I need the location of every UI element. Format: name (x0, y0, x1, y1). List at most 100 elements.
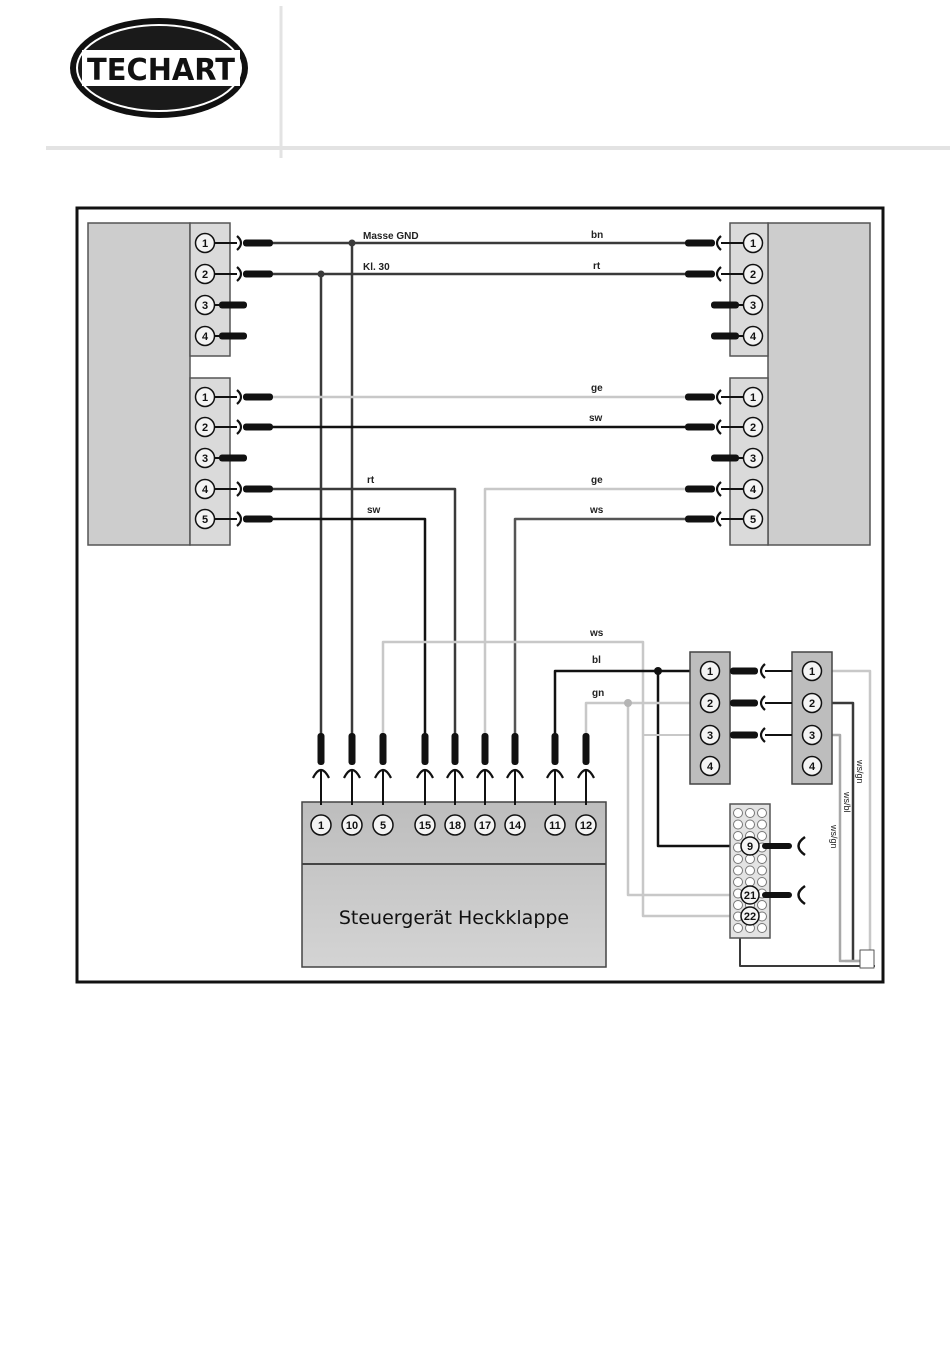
label-ws-right: ws (589, 628, 604, 639)
grid-hole (734, 901, 743, 910)
label-kl30: Kl. 30 (363, 262, 390, 273)
right-top-pin-2: 2 (744, 265, 763, 284)
small-a-pin-3: 3 (701, 726, 720, 745)
small-a-pin-3-label: 3 (707, 730, 713, 742)
small-b-pin-2-label: 2 (809, 698, 815, 710)
small-a-pin-4-label: 4 (707, 761, 714, 773)
small-a-pin-1-label: 1 (707, 666, 713, 678)
right-top-pin-3: 3 (744, 296, 763, 315)
right-bottom-pin-4: 4 (744, 480, 763, 499)
grid-hole (746, 866, 755, 875)
label-bn: bn (591, 230, 603, 241)
left-bottom-pin-3-label: 3 (202, 453, 208, 465)
grid-hole (734, 832, 743, 841)
right-bottom-pin-2-label: 2 (750, 422, 756, 434)
right-top-plug-4 (711, 333, 743, 340)
small-b-pin-1: 1 (803, 662, 822, 681)
small-b-pin-4: 4 (803, 757, 822, 776)
small-a-pin-4: 4 (701, 757, 720, 776)
label-vert-ws-gn-2: ws/gn (829, 824, 839, 849)
right-bottom-pin-3-label: 3 (750, 453, 756, 465)
right-bottom-pin-1-label: 1 (750, 392, 756, 404)
grid-hole (734, 855, 743, 864)
grid-hole (758, 832, 767, 841)
grid-hole (734, 924, 743, 933)
ecu-pin-14-label: 14 (509, 820, 522, 832)
left-top-pin-3-label: 3 (202, 300, 208, 312)
right-top-plug-3 (711, 302, 743, 309)
grid-hole (758, 809, 767, 818)
right-top-pin-1-label: 1 (750, 238, 756, 250)
label-rt-lower: rt (367, 475, 375, 486)
grid-hole (746, 855, 755, 864)
ecu-pin-5: 5 (373, 815, 393, 835)
ecu-pin-12-label: 12 (580, 820, 592, 832)
logo: TECHART (70, 18, 248, 118)
ecu-pin-18-label: 18 (449, 820, 461, 832)
grid-pin-21-label: 21 (744, 890, 756, 902)
label-masse-gnd: Masse GND (363, 231, 419, 242)
grid-hole (758, 878, 767, 887)
left-top-pin-3: 3 (196, 296, 215, 315)
grid-hole (758, 866, 767, 875)
grid-hole (746, 809, 755, 818)
ecu-pin-11-label: 11 (549, 820, 561, 832)
label-gn: gn (592, 688, 604, 699)
small-b-pin-2: 2 (803, 694, 822, 713)
grid-hole (734, 809, 743, 818)
ecu-pin-11: 11 (545, 815, 565, 835)
grid-pin-22-label: 22 (744, 911, 756, 923)
label-ge-lower: ge (591, 475, 603, 486)
left-bottom-pin-2: 2 (196, 418, 215, 437)
label-sw-mid: sw (589, 413, 603, 424)
label-vert-ws-gn-1: ws/gn (855, 759, 865, 784)
left-bottom-pin-5-label: 5 (202, 514, 208, 526)
left-top-pin-4: 4 (196, 327, 215, 346)
label-bl: bl (592, 655, 601, 666)
right-bottom-pin-4-label: 4 (750, 484, 757, 496)
ecu-pin-15: 15 (415, 815, 435, 835)
small-a-pin-1: 1 (701, 662, 720, 681)
grid-hole (758, 901, 767, 910)
grid-hole (758, 924, 767, 933)
right-top-pin-4: 4 (744, 327, 763, 346)
right-bottom-plug-3 (711, 455, 743, 462)
grid-hole (734, 866, 743, 875)
grid-pin-22: 22 (741, 907, 759, 925)
left-top-pin-2: 2 (196, 265, 215, 284)
grid-hole (734, 878, 743, 887)
grid-hole (746, 820, 755, 829)
small-b-pin-4-label: 4 (809, 761, 816, 773)
left-bottom-pin-4: 4 (196, 480, 215, 499)
ecu-pin-15-label: 15 (419, 820, 431, 832)
left-bottom-pin-3: 3 (196, 449, 215, 468)
right-bottom-pin-2: 2 (744, 418, 763, 437)
ecu-pin-10-label: 10 (346, 820, 358, 832)
small-b-pin-1-label: 1 (809, 666, 815, 678)
left-top-plug-4 (215, 333, 247, 340)
label-ge-mid: ge (591, 383, 603, 394)
left-top-pin-1: 1 (196, 234, 215, 253)
ecu-title: Steuergerät Heckklappe (339, 907, 569, 929)
left-top-pin-2-label: 2 (202, 269, 208, 281)
right-bottom-pin-5: 5 (744, 510, 763, 529)
grid-pin-9-label: 9 (747, 841, 753, 853)
right-bottom-pin-5-label: 5 (750, 514, 756, 526)
small-a-pin-2-label: 2 (707, 698, 713, 710)
ecu-pin-17: 17 (475, 815, 495, 835)
ecu-pin-1-label: 1 (318, 820, 324, 832)
right-top-pin-2-label: 2 (750, 269, 756, 281)
label-ws-lower: ws (589, 505, 604, 516)
grid-hole (734, 820, 743, 829)
ecu-pin-17-label: 17 (479, 820, 491, 832)
ecu-pin-5-label: 5 (380, 820, 386, 832)
left-bottom-pin-1-label: 1 (202, 392, 208, 404)
ecu-pin-12: 12 (576, 815, 596, 835)
label-vert-ws-bl: ws/bl (842, 791, 852, 813)
right-bottom-pin-1: 1 (744, 388, 763, 407)
grid-pin-9: 9 (741, 837, 759, 855)
left-bottom-pin-2-label: 2 (202, 422, 208, 434)
grid-pin-21: 21 (741, 886, 759, 904)
left-bottom-pin-5: 5 (196, 510, 215, 529)
